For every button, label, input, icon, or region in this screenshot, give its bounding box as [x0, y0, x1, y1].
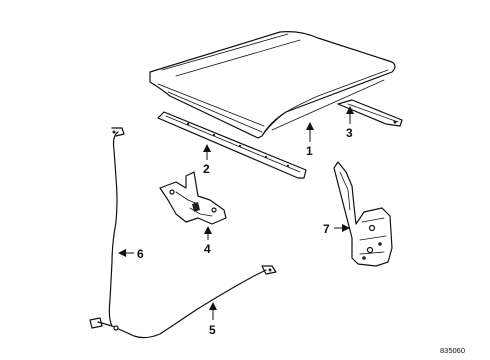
release-cable	[108, 127, 125, 327]
callout-2: 2	[203, 162, 210, 176]
callout-6: 6	[137, 247, 144, 261]
leader-7	[334, 224, 350, 232]
leader-4	[204, 226, 212, 240]
front-weatherstrip	[157, 111, 307, 179]
leader-5	[209, 302, 217, 320]
callout-3: 3	[346, 126, 353, 140]
leader-6	[118, 249, 134, 257]
hood-seal-strip	[337, 99, 403, 127]
callout-5: 5	[209, 323, 216, 337]
callout-7: 7	[323, 222, 330, 236]
hood-panel	[149, 31, 396, 139]
callout-4: 4	[204, 242, 211, 256]
callout-1: 1	[306, 144, 313, 158]
leader-3	[346, 106, 354, 124]
release-handle-cable	[89, 265, 277, 339]
hood-hinge	[333, 161, 393, 267]
leader-1	[306, 122, 314, 142]
hood-latch	[159, 171, 227, 225]
leader-2	[203, 144, 211, 160]
diagram-reference-number: 835060	[440, 346, 465, 355]
